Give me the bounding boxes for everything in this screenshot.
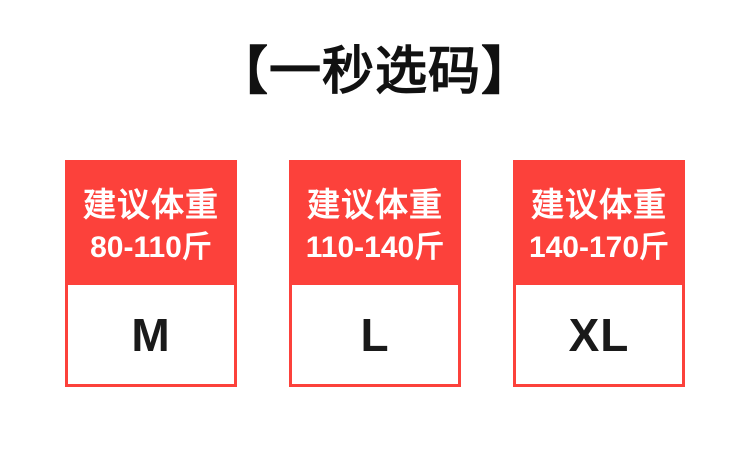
size-card-m: 建议体重 80-110斤 M xyxy=(65,160,237,387)
card-body: M xyxy=(68,285,234,384)
card-header: 建议体重 140-170斤 xyxy=(516,163,682,285)
card-body: XL xyxy=(516,285,682,384)
size-card-xl: 建议体重 140-170斤 XL xyxy=(513,160,685,387)
size-card-l: 建议体重 110-140斤 L xyxy=(289,160,461,387)
size-label: M xyxy=(131,308,171,361)
card-body: L xyxy=(292,285,458,384)
weight-range: 140-170斤 xyxy=(528,231,670,264)
weight-range: 110-140斤 xyxy=(305,231,445,264)
size-label: L xyxy=(360,308,390,361)
suggested-weight-label: 建议体重 xyxy=(83,186,219,223)
suggested-weight-label: 建议体重 xyxy=(307,186,443,223)
size-cards-row: 建议体重 80-110斤 M 建议体重 110-140斤 L 建议体重 140-… xyxy=(65,160,685,387)
size-label: XL xyxy=(568,308,630,361)
page-title: 【一秒选码】 xyxy=(215,43,534,101)
weight-range: 80-110斤 xyxy=(90,231,212,264)
suggested-weight-label: 建议体重 xyxy=(531,186,667,223)
card-header: 建议体重 110-140斤 xyxy=(292,163,458,285)
card-header: 建议体重 80-110斤 xyxy=(68,163,234,285)
